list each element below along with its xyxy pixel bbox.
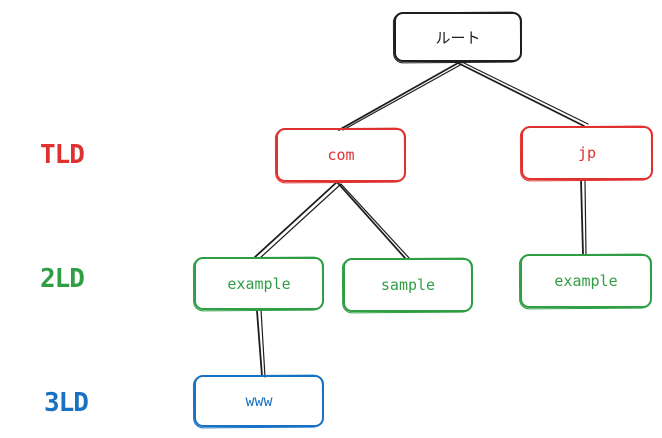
tld-node-jp-label: jp <box>577 144 597 162</box>
sld-node-sample-com-label: sample <box>380 276 436 294</box>
level-label-2ld: 2LD <box>40 264 85 294</box>
sld-node-example-com: example <box>194 257 324 310</box>
edge-jp-example <box>584 180 587 256</box>
sld-node-example-jp-label: example <box>554 272 618 290</box>
edge-example-www <box>256 310 263 377</box>
edge-example-www <box>260 309 266 378</box>
tld-node-jp: jp <box>521 126 653 180</box>
tld-node-com-label: com <box>327 146 355 164</box>
third-level-node-www-label: www <box>245 392 273 410</box>
sld-node-sample-com: sample <box>343 258 473 312</box>
edge-root-jp <box>461 61 589 125</box>
root-node-label: ルート <box>435 28 481 47</box>
edge-root-jp <box>457 62 585 127</box>
edge-jp-example <box>580 179 584 255</box>
root-node: ルート <box>394 12 522 62</box>
edge-root-com <box>342 63 463 131</box>
edge-com-sample <box>340 183 411 260</box>
sld-node-example-com-label: example <box>227 274 291 293</box>
level-label-3ld: 3LD <box>44 388 89 418</box>
third-level-node-www: www <box>194 375 324 427</box>
edge-com-example <box>259 183 342 259</box>
edge-com-sample <box>336 181 406 259</box>
edge-com-example <box>254 181 338 258</box>
sld-node-example-jp: example <box>520 254 652 308</box>
tld-node-com: com <box>276 128 406 182</box>
level-label-tld: TLD <box>40 140 85 170</box>
edge-root-com <box>338 62 459 131</box>
